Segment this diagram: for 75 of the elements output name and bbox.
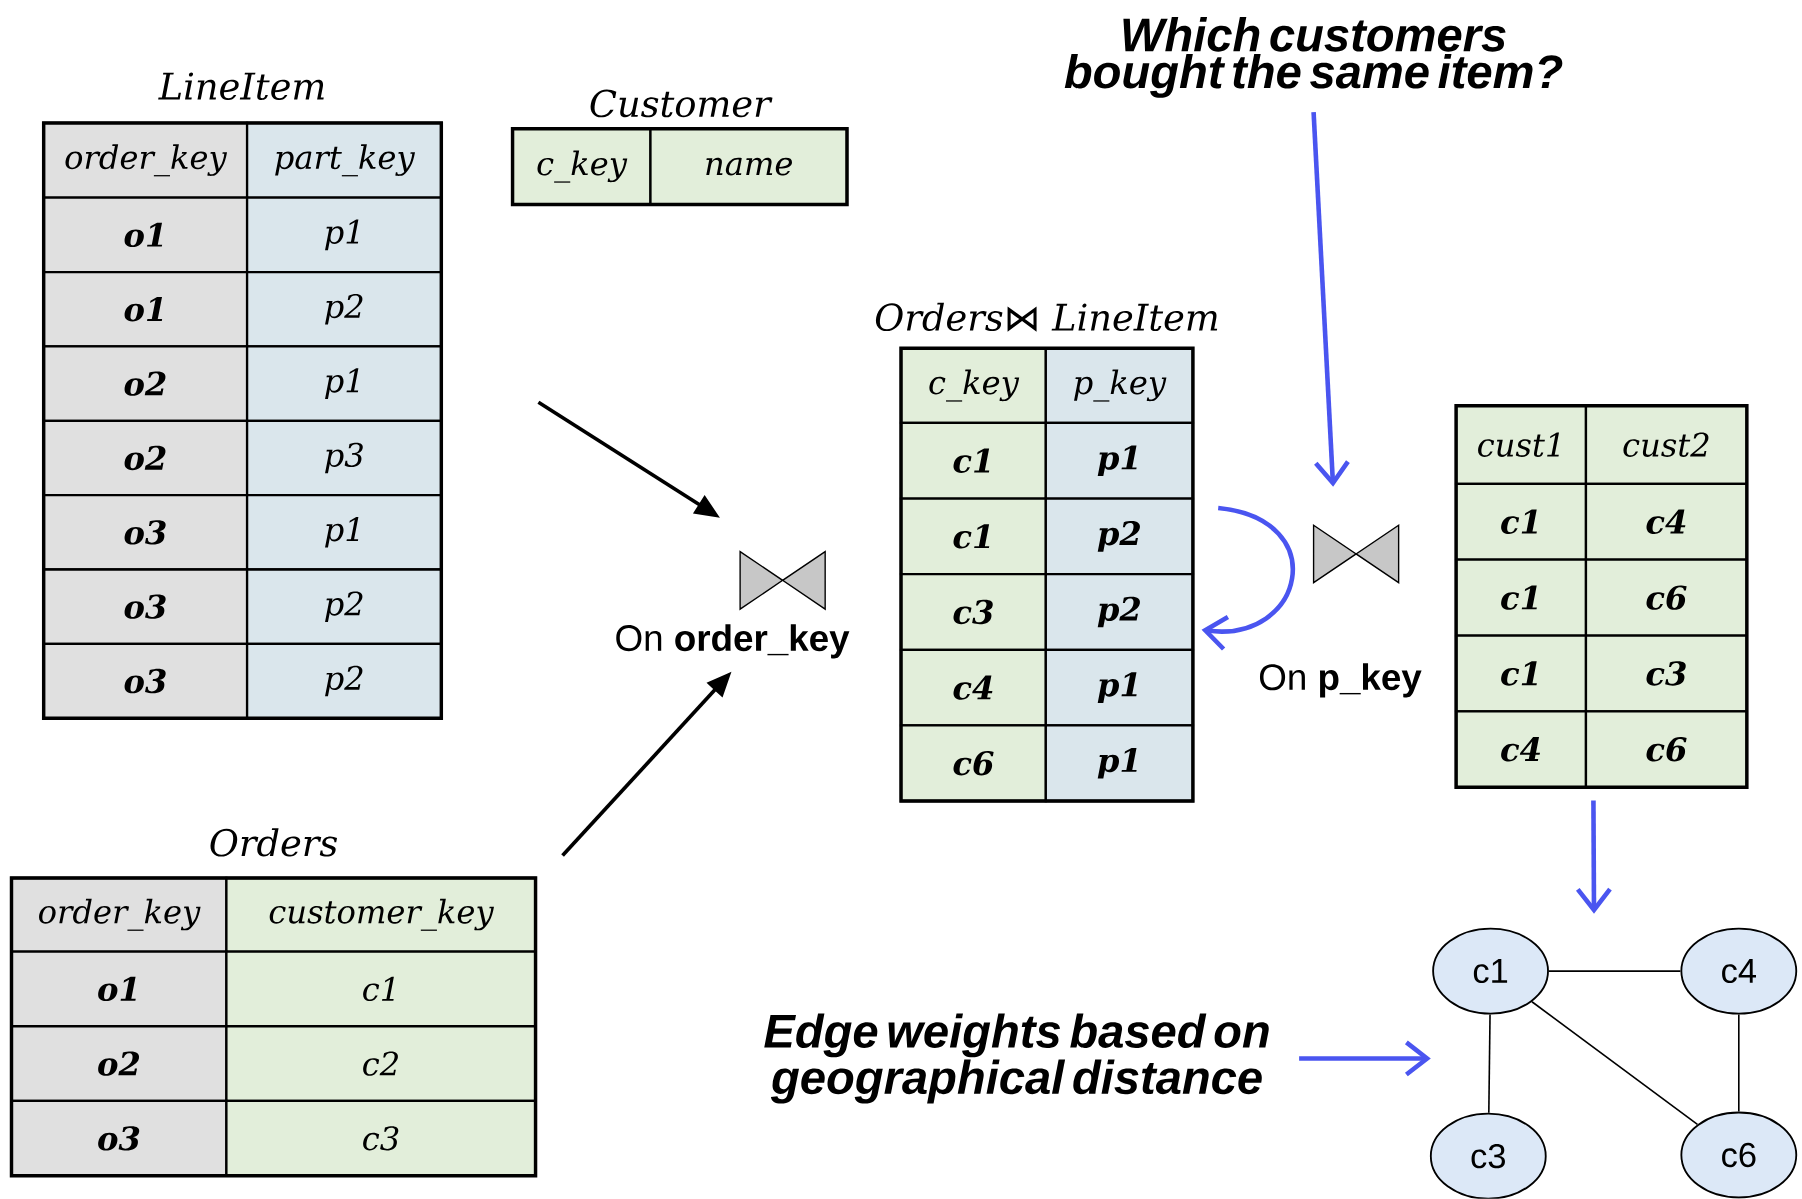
table-cell: c3 — [225, 1100, 537, 1177]
graph-vertex: c3 — [1429, 1112, 1547, 1199]
table-cell: c1 — [1454, 558, 1588, 637]
table-title: Orders — [210, 828, 338, 857]
graph-vertex: c6 — [1680, 1111, 1798, 1199]
arrow — [1311, 112, 1350, 487]
graph-vertex: c1 — [1432, 927, 1549, 1015]
annotation-text: Which customers bought the same item? — [1064, 17, 1563, 99]
annotation-text: Edge weights based on geographical distance — [764, 1013, 1269, 1104]
table-cell: p1 — [245, 196, 443, 274]
table-title: Orders⋈ LineItem — [875, 302, 1218, 332]
table — [9, 828, 538, 1178]
table — [510, 89, 849, 207]
table-cell: p2 — [245, 568, 443, 646]
column-header: c_key — [511, 127, 652, 206]
table-title: LineItem — [158, 72, 324, 101]
column-header: p_key — [1044, 347, 1195, 425]
column-header: part_key — [245, 121, 443, 199]
table-cell: p2 — [1044, 573, 1195, 652]
table-cell: c1 — [899, 497, 1047, 576]
column-header: name — [649, 127, 849, 206]
table-cell: p1 — [1044, 648, 1195, 727]
column-header: cust2 — [1584, 404, 1748, 486]
table-cell: c3 — [1584, 634, 1748, 713]
table-cell: p1 — [1044, 421, 1195, 500]
table-cell: o1 — [10, 950, 228, 1028]
join-condition: On p_key — [1260, 663, 1422, 698]
arrow — [1299, 1040, 1431, 1077]
table-cell: c3 — [899, 573, 1047, 652]
table-cell: p1 — [245, 494, 443, 571]
table-cell: o2 — [42, 419, 249, 497]
table-cell: o3 — [42, 494, 249, 571]
table-cell: c4 — [899, 648, 1047, 727]
table-cell: c6 — [899, 724, 1047, 803]
table-cell: p2 — [245, 271, 443, 348]
table-cell: c2 — [225, 1025, 537, 1103]
table — [875, 302, 1218, 803]
table-cell: c6 — [1584, 558, 1748, 637]
table-cell: p1 — [245, 345, 443, 423]
arrow — [1576, 800, 1612, 914]
arrow — [1201, 505, 1295, 651]
table-cell: o1 — [42, 196, 249, 274]
graph-edge — [1738, 1013, 1740, 1113]
graph-edge — [1488, 1013, 1491, 1114]
table-cell: p2 — [1044, 497, 1195, 576]
table-title: Customer — [590, 89, 773, 118]
join-symbol — [1312, 524, 1400, 585]
table-cell: c1 — [899, 421, 1047, 500]
column-header: c_key — [899, 347, 1047, 425]
table-cell: o1 — [42, 271, 249, 348]
table-cell: c4 — [1584, 482, 1748, 561]
table-cell: p2 — [245, 642, 443, 720]
join-symbol — [739, 550, 826, 611]
column-header: order_key — [10, 877, 228, 953]
table-cell: o2 — [10, 1025, 228, 1103]
table-cell: p3 — [245, 419, 443, 497]
graph-edge — [1548, 970, 1682, 973]
table-cell: c1 — [225, 950, 537, 1028]
join-condition: On order_key — [616, 624, 850, 659]
table — [1454, 404, 1749, 790]
column-header: customer_key — [225, 877, 537, 953]
column-header: order_key — [42, 121, 249, 199]
table-cell: c1 — [1454, 634, 1588, 713]
table-cell: c4 — [1454, 710, 1588, 789]
graph-edge — [1531, 1001, 1699, 1126]
table-cell: p1 — [1044, 724, 1195, 803]
table-cell: o2 — [42, 345, 249, 423]
table-cell: o3 — [10, 1100, 228, 1177]
table-cell: o3 — [42, 642, 249, 720]
table-cell: c6 — [1584, 710, 1748, 789]
column-header: cust1 — [1454, 404, 1588, 486]
table-cell: c1 — [1454, 482, 1588, 561]
graph-vertex: c4 — [1680, 927, 1798, 1015]
table — [41, 72, 444, 721]
table-cell: o3 — [42, 568, 249, 646]
